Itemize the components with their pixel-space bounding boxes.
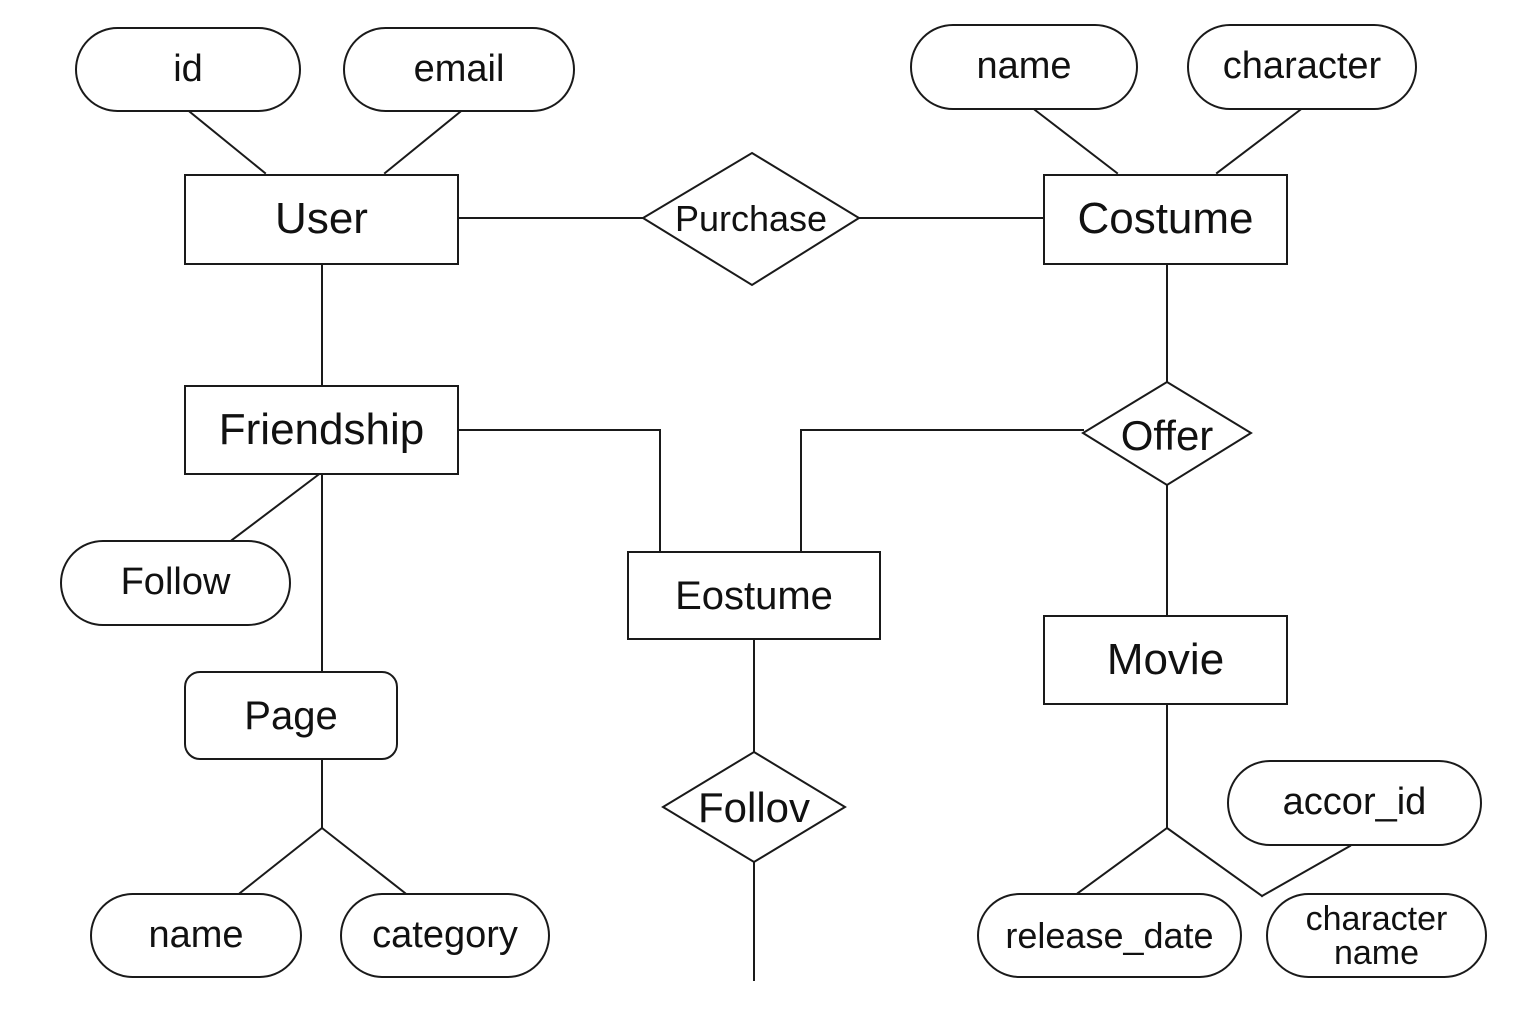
purchase-relationship-label: Purchase (674, 198, 828, 239)
edge-user-email (383, 110, 462, 175)
edge-movie-branch (1165, 826, 1264, 898)
follov-relationship-label: Follov (697, 784, 811, 831)
follov-diamond (661, 750, 847, 864)
movie-release-date-attribute: release_date (977, 893, 1242, 978)
edge-costume-character (1215, 108, 1302, 175)
edge-offer-eostume (800, 429, 1084, 552)
edge-page-category (320, 826, 407, 895)
edge-friendship-eostume (458, 429, 661, 552)
eostume-entity: Eostume (627, 551, 881, 640)
edge-movie-actor (1260, 844, 1352, 898)
offer-diamond (1081, 380, 1253, 487)
user-entity: User (184, 174, 459, 265)
user-email-attribute: email (343, 27, 575, 112)
movie-entity: Movie (1043, 615, 1288, 705)
purchase-diamond (641, 151, 861, 287)
page-name-attribute: name (90, 893, 302, 978)
edge-user-id (188, 110, 267, 175)
edge-page-name (238, 826, 324, 895)
edge-friendship-follow (230, 473, 320, 542)
costume-entity: Costume (1043, 174, 1288, 265)
page-entity: Page (184, 671, 398, 760)
costume-name-attribute: name (910, 24, 1138, 110)
page-category-attribute: category (340, 893, 550, 978)
movie-actor-id-attribute: accor_id (1227, 760, 1482, 846)
edge-movie-release (1076, 826, 1169, 895)
user-id-attribute: id (75, 27, 301, 112)
costume-character-attribute: character (1187, 24, 1417, 110)
friendship-entity: Friendship (184, 385, 459, 475)
movie-character-name-attribute: character name (1266, 893, 1487, 978)
edge-costume-name (1033, 108, 1119, 175)
follow-attribute: Follow (60, 540, 291, 626)
offer-relationship-label: Offer (1120, 412, 1214, 459)
